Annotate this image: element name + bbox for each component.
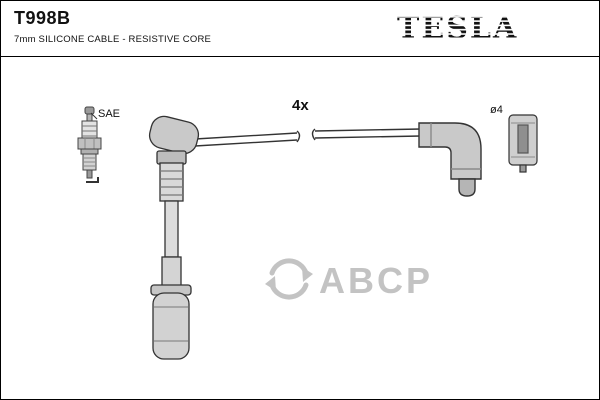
- watermark: ABCP: [265, 258, 433, 301]
- technical-drawing: 4x SAE: [77, 97, 538, 360]
- terminal-diameter-label: ø4: [490, 104, 503, 116]
- straight-boot-illustration: [148, 115, 200, 360]
- watermark-text: ABCP: [319, 260, 433, 301]
- header: T998B 7mm SILICONE CABLE - RESISTIVE COR…: [1, 1, 599, 57]
- cable-break-mark: [311, 128, 316, 141]
- plug-standard-label: SAE: [98, 108, 120, 120]
- quantity-label: 4x: [292, 97, 309, 114]
- brand-logo-text: TESLA: [397, 11, 518, 46]
- terminal-illustration: [508, 114, 538, 173]
- circular-arrows-icon: [265, 258, 313, 300]
- product-subtitle: 7mm SILICONE CABLE - RESISTIVE CORE: [14, 34, 212, 45]
- elbow-boot-illustration: [418, 122, 482, 197]
- brand-logo: TESLA: [397, 9, 527, 49]
- brand-logo-svg: TESLA: [397, 11, 518, 46]
- cable-illustration: [194, 128, 422, 147]
- part-number: T998B: [14, 8, 71, 28]
- cable-break-mark: [296, 130, 301, 143]
- spark-plug-illustration: [77, 106, 102, 183]
